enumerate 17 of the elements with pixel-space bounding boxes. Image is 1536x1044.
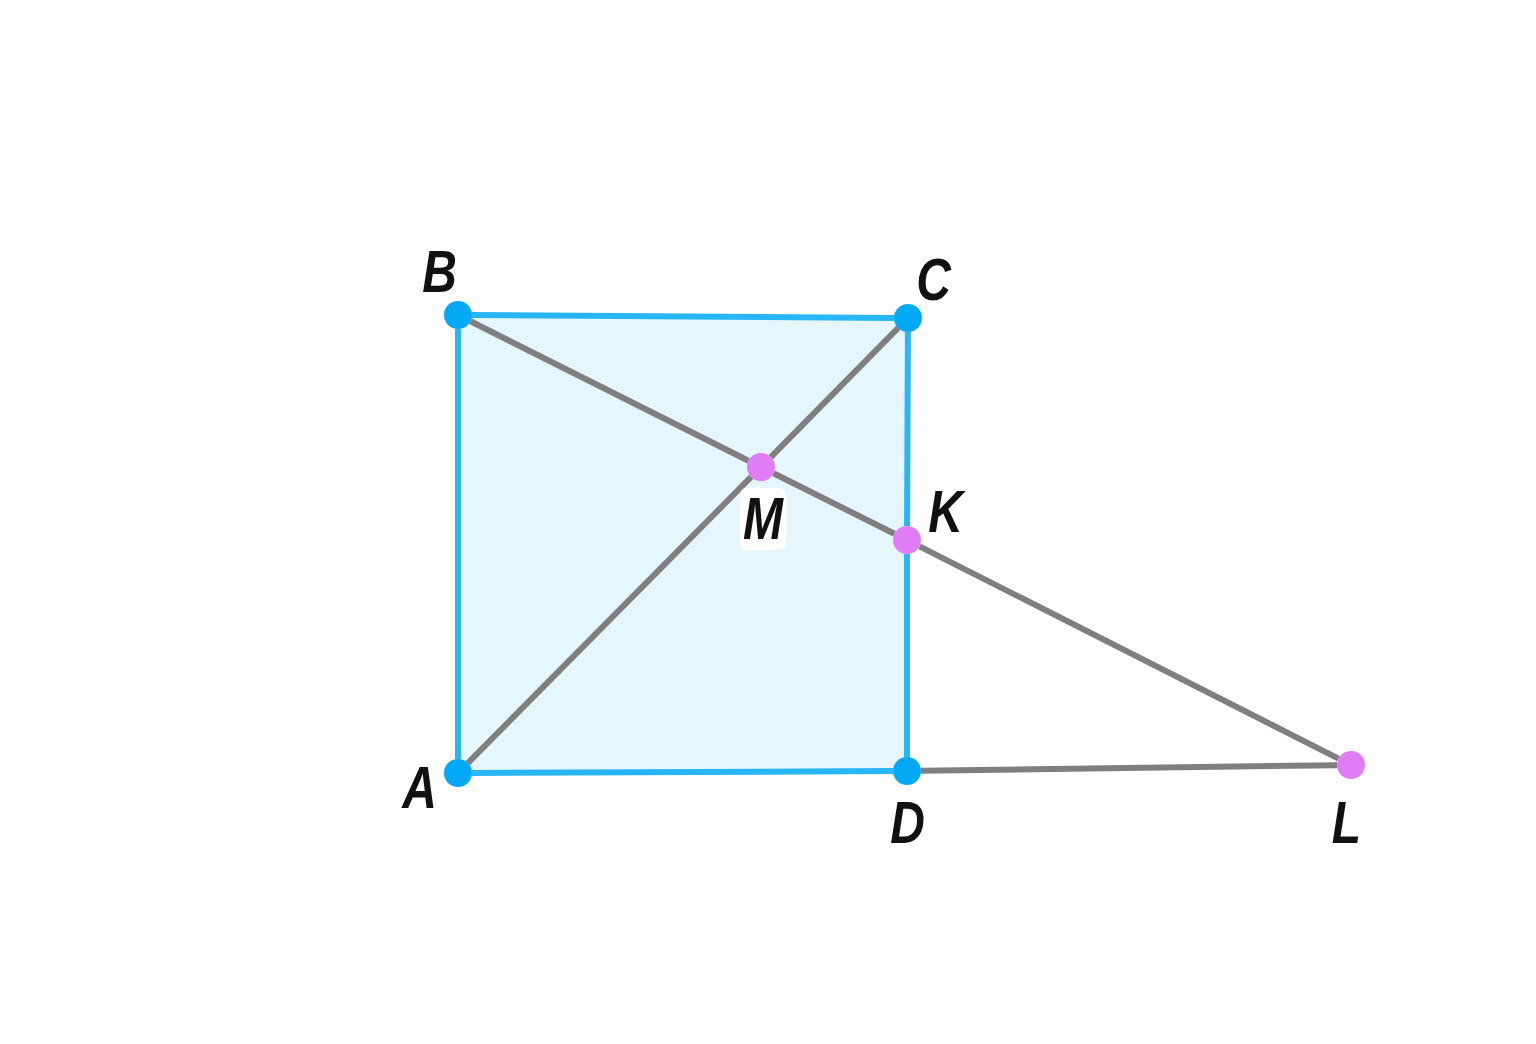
line-segment — [455, 329, 461, 759]
point-label: L — [1331, 792, 1361, 854]
line-segment — [772, 470, 896, 537]
point-label: D — [890, 792, 925, 854]
line-segment — [904, 554, 910, 757]
point-label: C — [916, 249, 951, 311]
line-segment — [904, 331, 911, 527]
point-label: B — [422, 241, 457, 303]
line-segment — [471, 312, 895, 321]
line-segment — [920, 762, 1338, 774]
line-segment — [465, 474, 754, 766]
line-segment — [918, 543, 1340, 762]
line-segment — [768, 325, 901, 460]
line-segment — [472, 768, 893, 776]
point-label: A — [402, 757, 437, 819]
point-label: M — [739, 488, 787, 550]
line-segment — [469, 318, 750, 464]
